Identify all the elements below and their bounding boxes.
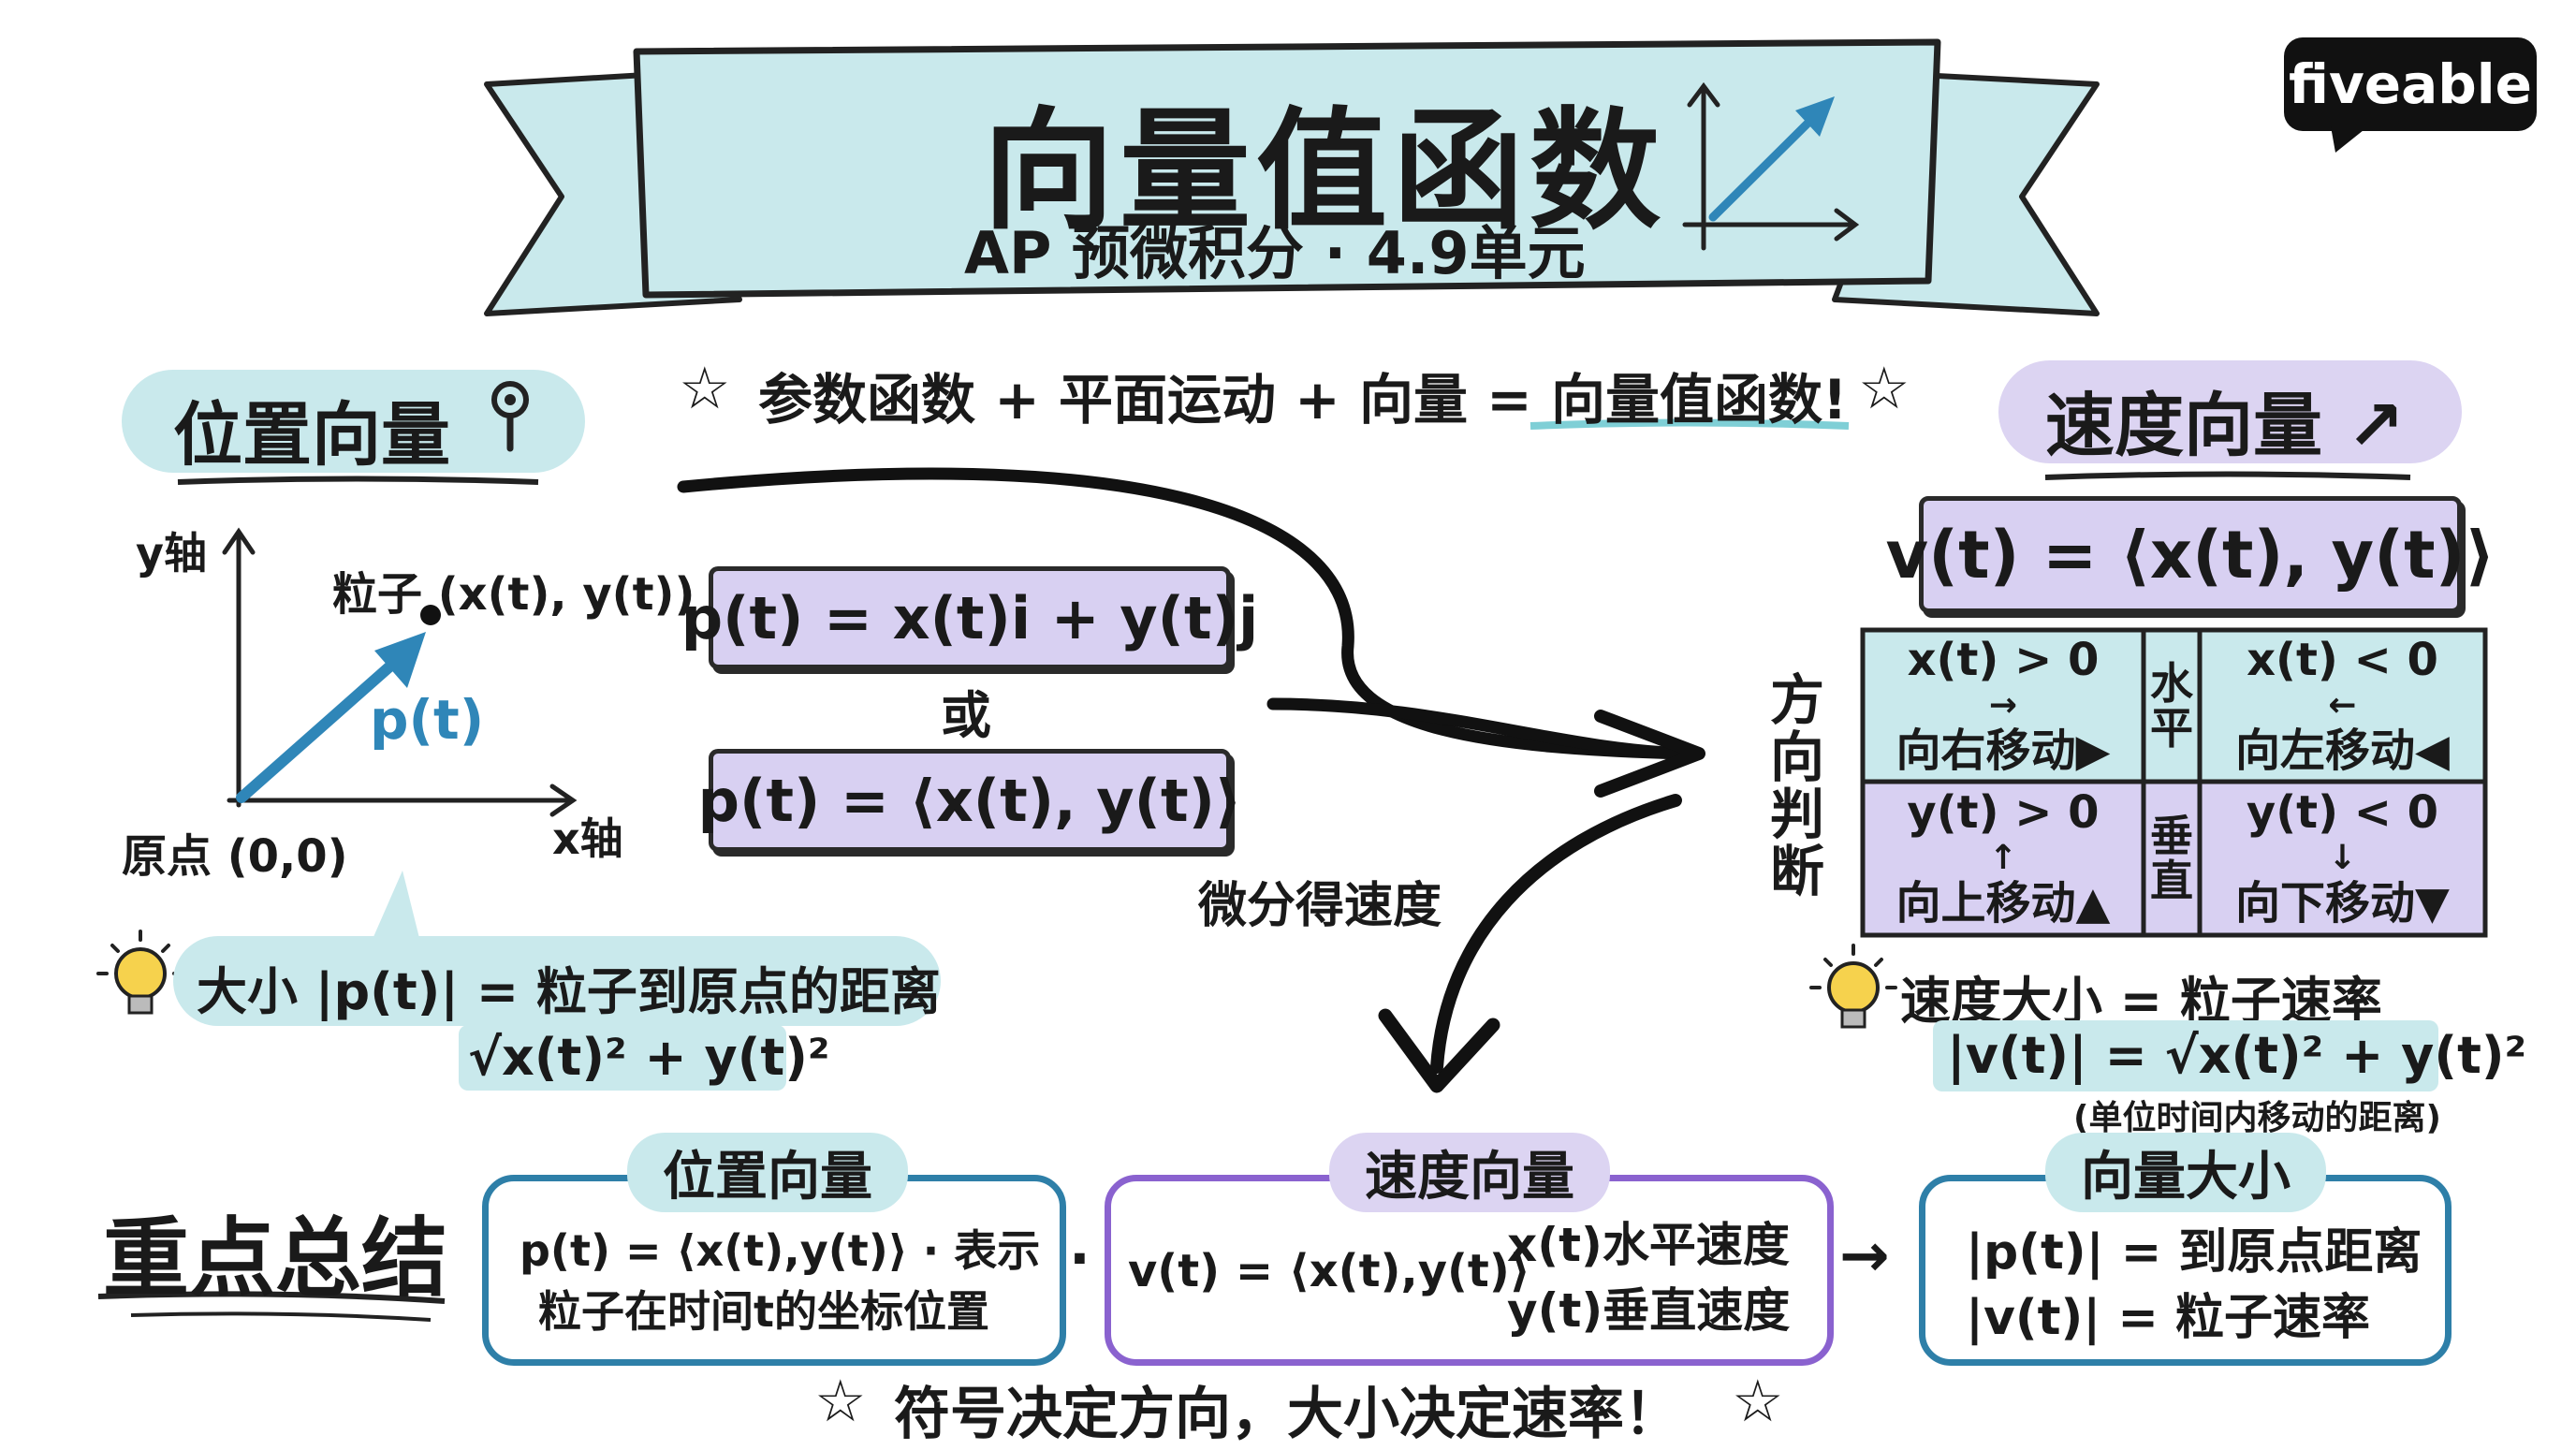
- page-title: 向量值函数: [983, 95, 1667, 248]
- velocity-magnitude-pill: [1933, 1020, 2438, 1091]
- or-label: 或: [941, 686, 991, 745]
- x-axis-label: x轴: [552, 813, 623, 864]
- summary-velocity-formula: v(t) = ⟨x(t),y(t)⟩: [1128, 1245, 1530, 1297]
- lightbulb-icon: [96, 930, 184, 1015]
- vertical-label: 垂 直: [2150, 810, 2193, 906]
- summary-position-line1: p(t) = ⟨x(t),y(t)⟩ · 表示: [520, 1225, 1041, 1276]
- velocity-magnitude-note: (单位时间内移动的距离): [2073, 1099, 2441, 1137]
- summary-separator: ·: [1069, 1226, 1090, 1292]
- footer-text: 符号决定方向，大小决定速率！: [894, 1382, 1680, 1447]
- location-pin-icon: [491, 381, 529, 452]
- vector-label: p(t): [370, 688, 485, 752]
- summary-tag-position: 位置向量: [627, 1133, 908, 1212]
- position-magnitude: √x(t)² + y(t)²: [468, 1028, 830, 1087]
- cell-y-negative: y(t) < 0 ↓ 向下移动▼: [2235, 786, 2450, 930]
- particle-dot: [420, 605, 441, 625]
- summary-magnitude-line2: |v(t)| = 粒子速率: [1966, 1290, 2371, 1346]
- page-subtitle: AP 预微积分 · 4.9单元: [964, 219, 1586, 287]
- y-axis-label: y轴: [136, 528, 207, 579]
- banner-body: [633, 38, 1941, 299]
- logo-text: fiveable: [2288, 52, 2532, 116]
- position-tip-pill: [173, 936, 941, 1026]
- axes-icon-vector: [1708, 106, 1825, 222]
- star-icon: ☆: [679, 354, 731, 422]
- cell-x-positive: x(t) > 0 → 向右移动▶: [1895, 634, 2111, 777]
- logo-tail-icon: [2331, 126, 2368, 153]
- position-formula-bracket: p(t) = ⟨x(t), y(t)⟩: [698, 749, 1241, 852]
- summary-magnitude-line1: |p(t)| = 到原点距离: [1966, 1224, 2422, 1281]
- summary-position-line2: 粒子在时间t的坐标位置: [538, 1286, 989, 1337]
- star-icon: ☆: [1858, 354, 1910, 422]
- particle-label: 粒子 (x(t), y(t)): [332, 568, 695, 621]
- velocity-formula: v(t) = ⟨x(t), y(t)⟩: [1885, 496, 2496, 613]
- axes-icon: [1682, 81, 1860, 251]
- position-vector-arrow: [236, 650, 408, 803]
- equation-line: 参数函数 + 平面运动 + 向量 = 向量值函数!: [758, 368, 1848, 432]
- summary-tag-magnitude: 向量大小: [2045, 1133, 2326, 1212]
- direction-table-grid: [1860, 627, 2488, 938]
- star-icon: ☆: [814, 1367, 867, 1435]
- summary-tag-velocity: 速度向量: [1329, 1133, 1610, 1212]
- horizontal-label: 水 平: [2150, 657, 2193, 754]
- flow-arrow-top: [677, 467, 1691, 760]
- velocity-heading-pill: [1998, 360, 2462, 463]
- lightbulb-icon: [1809, 944, 1897, 1029]
- cell-x-negative: x(t) < 0 ← 向左移动◀: [2235, 634, 2450, 777]
- position-heading: 位置向量: [173, 395, 450, 476]
- position-formula-ij: p(t) = x(t)i + y(t)j: [681, 566, 1258, 669]
- summary-arrow-icon: →: [1839, 1222, 1890, 1291]
- velocity-magnitude: |v(t)| = √x(t)² + y(t)²: [1947, 1026, 2527, 1085]
- direction-label: 方 向 判 断: [1769, 668, 1824, 903]
- flow-arrow-down: [1430, 794, 1682, 1074]
- summary-velocity-line1: x(t)水平速度: [1507, 1218, 1790, 1272]
- velocity-heading: 速度向量 ↗: [2045, 386, 2405, 466]
- derivative-label: 微分得速度: [1198, 878, 1442, 934]
- summary-heading: 重点总结: [103, 1208, 448, 1309]
- star-icon: ☆: [1732, 1367, 1784, 1435]
- position-magnitude-pill: [459, 1025, 786, 1091]
- fiveable-logo[interactable]: fiveable: [2284, 37, 2537, 131]
- tip-bubble-pointer: [370, 871, 421, 945]
- origin-label: 原点 (0,0): [122, 830, 348, 883]
- summary-velocity-line2: y(t)垂直速度: [1507, 1283, 1791, 1338]
- position-tip: 大小 |p(t)| = 粒子到原点的距离: [197, 962, 941, 1021]
- position-graph-axes: [222, 527, 578, 817]
- cell-y-positive: y(t) > 0 ↑ 向上移动▲: [1895, 786, 2111, 930]
